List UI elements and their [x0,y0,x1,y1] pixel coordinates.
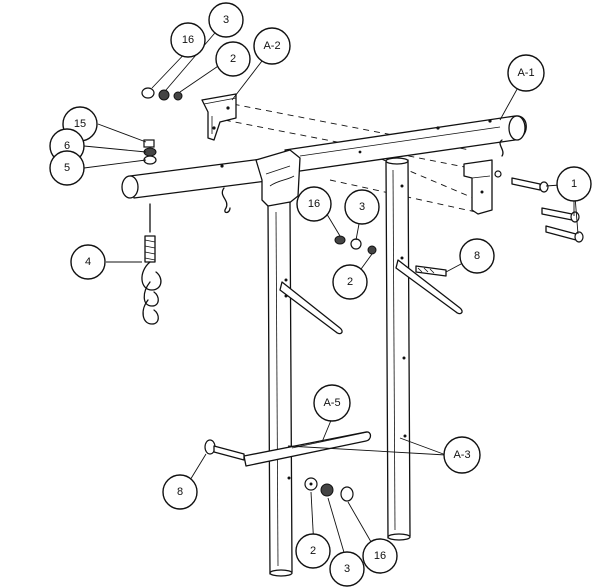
right-bracket [463,159,493,215]
callout-2-top: 2 [215,41,251,77]
hardware-15-6-5 [143,139,157,165]
svg-text:16: 16 [374,550,386,562]
leader-lines [83,19,579,567]
top-bracket-a2 [201,93,237,141]
callout-16-top: 16 [170,22,206,58]
svg-text:2: 2 [347,276,353,288]
svg-text:4: 4 [85,256,91,268]
rear-top-tube-dashed [211,99,479,213]
svg-text:A-3: A-3 [453,449,470,461]
callout-a3: A-3 [443,436,481,474]
left-leg-a3 [267,201,293,577]
callout-3-mid: 3 [344,189,380,225]
svg-text:A-5: A-5 [323,397,340,409]
svg-text:8: 8 [474,250,480,262]
upper-right-brace [395,259,463,315]
svg-text:2: 2 [310,545,316,557]
svg-text:5: 5 [64,162,70,174]
svg-text:3: 3 [344,563,350,575]
callout-8-low: 8 [162,474,198,510]
bolt-8-mid [415,265,447,277]
svg-text:1: 1 [571,178,577,190]
bolt-8-low [204,439,245,461]
svg-text:16: 16 [308,198,320,210]
s-hook-left [221,187,231,214]
svg-text:6: 6 [64,140,70,152]
s-hook-right [499,139,504,157]
callout-a1: A-1 [507,54,545,92]
svg-text:A-1: A-1 [517,67,534,79]
svg-text:8: 8 [177,486,183,498]
callout-a2: A-2 [253,27,291,65]
svg-text:15: 15 [74,118,86,130]
lower-brace-a5 [243,431,372,467]
callout-8-mid: 8 [459,238,495,274]
svg-text:A-2: A-2 [263,40,280,52]
top-tube-a1 [284,115,527,173]
hardware-low [304,477,354,502]
callout-2-mid: 2 [332,264,368,300]
callout-3-low: 3 [329,551,365,587]
right-leg-a3 [385,157,411,541]
bolt-set-1 [494,170,584,243]
callout-3-top: 3 [208,2,244,38]
callout-4: 4 [70,244,106,280]
hardware-top-left [141,87,183,101]
svg-text:3: 3 [359,201,365,213]
callout-1: 1 [556,166,592,202]
callout-a5: A-5 [313,384,351,422]
upper-left-brace [279,281,343,335]
callout-2-low: 2 [295,533,331,569]
svg-text:16: 16 [182,34,194,46]
eye-bolt-hook-4 [141,203,162,325]
callout-5: 5 [49,150,85,186]
svg-text:3: 3 [223,14,229,26]
svg-text:2: 2 [230,53,236,65]
hardware-middle [334,235,377,255]
callout-16-low: 16 [362,538,398,574]
callout-16-mid: 16 [296,186,332,222]
center-t-fitting [255,149,301,209]
